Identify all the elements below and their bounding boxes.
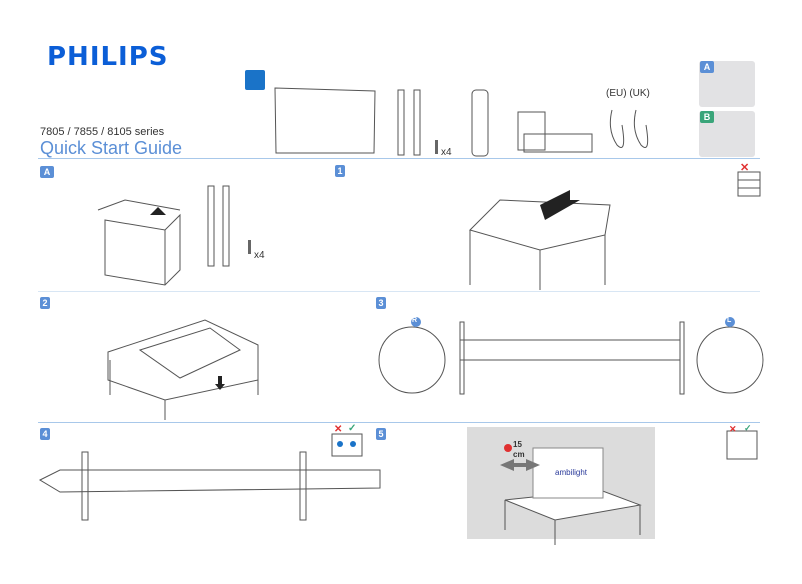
divider <box>38 158 760 159</box>
page-title: Quick Start Guide <box>40 138 183 158</box>
distance-value: 15 <box>513 440 522 449</box>
table-with-tv <box>107 319 259 401</box>
detail-circle-right <box>378 326 446 394</box>
check-mark-icon: ✓ <box>744 423 752 433</box>
arrow-down-icon <box>215 376 225 390</box>
step-a-badge: A <box>40 166 54 178</box>
box-icon <box>104 213 181 286</box>
wrong-mark-icon: ✕ <box>729 424 737 434</box>
step3-left-label: L <box>727 317 732 324</box>
warning-icon <box>504 444 512 452</box>
wrong-mark-icon: ✕ <box>334 424 343 435</box>
step-2-badge: 2 <box>40 297 50 309</box>
unbox-icon <box>245 70 265 90</box>
option-b-badge: B <box>700 111 714 123</box>
protective-sheet <box>469 199 611 251</box>
step3-right-label: R <box>412 317 418 324</box>
wrong-mark-icon: ✕ <box>740 162 750 174</box>
screw-icon <box>435 140 438 154</box>
plug-region-labels: (EU) (UK) <box>606 88 650 99</box>
arrow-up-icon <box>150 207 166 215</box>
power-cord-icon <box>609 109 649 148</box>
distance-arrow-icon <box>500 459 540 471</box>
contents-illustration <box>274 87 649 157</box>
screw-icon <box>248 240 251 254</box>
arrow-icon <box>540 190 580 220</box>
divider <box>38 422 760 423</box>
series-label: 7805 / 7855 / 8105 series <box>40 126 165 138</box>
step-3-badge: 3 <box>376 297 386 309</box>
option-a-badge: A <box>700 61 714 73</box>
tv-ambilight <box>532 447 604 499</box>
screw-quantity: x4 <box>441 147 452 158</box>
manual-icon <box>517 111 546 151</box>
step-5-badge: 5 <box>376 428 386 440</box>
step-4-badge: 4 <box>40 428 50 440</box>
check-mark-icon: ✓ <box>348 423 357 434</box>
screw-check-icon <box>331 433 363 457</box>
remote-icon <box>471 89 489 157</box>
step-1-badge: 1 <box>335 165 345 177</box>
stand-leg-icon <box>397 89 405 156</box>
detail-circle-left <box>696 326 764 394</box>
divider <box>38 291 760 292</box>
distance-unit: cm <box>513 450 525 459</box>
step-a-screw-quantity: x4 <box>254 250 265 261</box>
tv-panel-icon <box>274 87 376 154</box>
ambilight-logo: ambilight <box>555 468 588 477</box>
placement-check-icon <box>726 430 758 460</box>
tv-edge-step4 <box>38 469 381 493</box>
tv-bottom-edge <box>459 339 681 361</box>
philips-logo: PHILIPS <box>47 42 169 72</box>
